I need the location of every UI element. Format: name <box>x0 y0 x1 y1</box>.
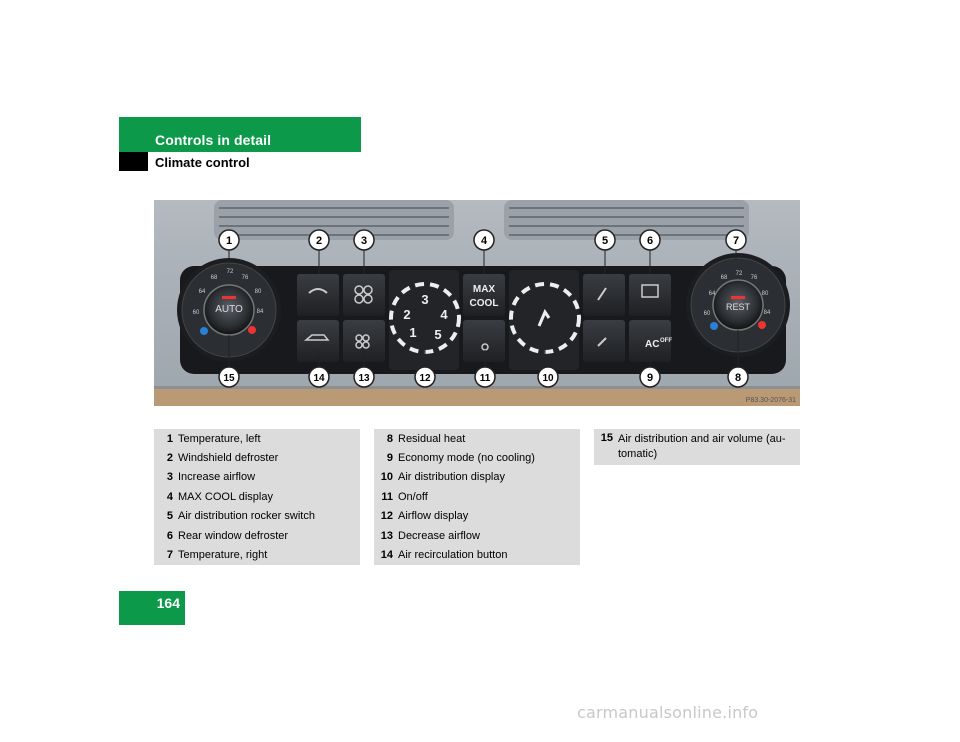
climate-control-photo: AUTO 72 68 64 60 76 80 84 REST 72 68 64 … <box>154 200 800 406</box>
subsection-marker <box>119 152 148 171</box>
dial-digit-4: 4 <box>440 307 448 322</box>
page-number: 164 <box>119 591 185 625</box>
legend-row: 10 Air distribution display <box>374 468 580 487</box>
scale-right-68: 68 <box>721 275 728 281</box>
dial-digit-1: 1 <box>409 325 416 340</box>
scale-left-72: 72 <box>227 269 234 275</box>
legend-text: Decrease airflow <box>398 529 480 542</box>
legend-num: 2 <box>166 452 173 465</box>
scale-right-72: 72 <box>736 271 743 277</box>
scale-right-80: 80 <box>762 291 769 297</box>
section-title: Controls in detail <box>155 132 272 148</box>
cool-label: COOL <box>470 298 499 309</box>
callout-3: 3 <box>361 235 367 247</box>
callout-10: 10 <box>542 373 554 384</box>
rest-label: REST <box>726 302 751 312</box>
callout-15: 15 <box>223 373 235 384</box>
scale-left-80: 80 <box>255 289 262 295</box>
scale-left-84: 84 <box>257 309 264 315</box>
legend-num: 8 <box>386 432 393 445</box>
part-number: P83.30-2076-31 <box>746 397 796 404</box>
legend-row: 2 Windshield defroster <box>154 448 360 467</box>
legend-row: 15 Air distribution and air volume (au-to… <box>594 429 800 465</box>
scale-right-84: 84 <box>764 310 771 316</box>
legend-text: Airflow display <box>398 510 469 523</box>
legend-row: 4 MAX COOL display <box>154 487 360 506</box>
callout-1: 1 <box>226 235 232 247</box>
off-label: OFF <box>660 338 672 344</box>
scale-left-76: 76 <box>242 275 249 281</box>
legend-text: Increase airflow <box>178 471 256 484</box>
legend-text: Air distribution and air volume (au-toma… <box>618 433 786 460</box>
callout-7: 7 <box>733 235 739 247</box>
legend-num: 7 <box>166 549 173 562</box>
legend-text: On/off <box>398 490 428 503</box>
scale-left-64: 64 <box>199 289 206 295</box>
legend-num: 10 <box>380 471 393 484</box>
legend-num: 9 <box>386 452 393 465</box>
legend-row: 8 Residual heat <box>374 429 580 448</box>
ac-label: AC <box>645 339 659 350</box>
legend-text: Residual heat <box>398 432 466 445</box>
legend-text: Air distribution rocker switch <box>178 510 315 523</box>
left-buttons <box>297 274 385 362</box>
callout-6: 6 <box>647 235 653 247</box>
callout-14: 14 <box>313 373 325 384</box>
legend-num: 12 <box>380 510 393 523</box>
legend-row: 13 Decrease airflow <box>374 526 580 545</box>
legend-text: Economy mode (no cooling) <box>398 452 535 465</box>
legend-text: Windshield defroster <box>178 452 279 465</box>
callout-4: 4 <box>481 235 488 247</box>
callout-5: 5 <box>602 235 608 247</box>
air-vents <box>214 200 749 240</box>
legend-num: 13 <box>380 529 393 542</box>
legend-text: Temperature, left <box>178 432 261 445</box>
legend-row: 3 Increase airflow <box>154 468 360 487</box>
legend-num: 15 <box>600 432 613 444</box>
callout-13: 13 <box>358 373 370 384</box>
legend-row: 7 Temperature, right <box>154 545 360 564</box>
dial-digit-3: 3 <box>421 292 428 307</box>
scale-right-64: 64 <box>709 291 716 297</box>
dial-digit-5: 5 <box>434 327 441 342</box>
legend-row: 12 Airflow display <box>374 507 580 526</box>
auto-label: AUTO <box>215 304 243 315</box>
callout-11: 11 <box>480 373 491 384</box>
legend-text: MAX COOL display <box>178 490 273 503</box>
legend-num: 1 <box>166 432 173 445</box>
header-band <box>119 117 361 152</box>
max-label: MAX <box>473 284 496 295</box>
watermark: carmanualsonline.info <box>577 703 759 722</box>
right-buttons: AC OFF <box>583 274 672 362</box>
scale-right-60: 60 <box>704 311 711 317</box>
legend-num: 3 <box>166 471 173 484</box>
legend-row: 1 Temperature, left <box>154 429 360 448</box>
legend-num: 6 <box>166 529 173 542</box>
legend-num: 11 <box>381 490 393 503</box>
dial-digit-2: 2 <box>403 307 410 322</box>
scale-right-76: 76 <box>751 275 758 281</box>
legend-row: 9 Economy mode (no cooling) <box>374 448 580 467</box>
callout-9: 9 <box>647 372 653 384</box>
callout-8: 8 <box>735 372 741 384</box>
legend-text: Air recirculation button <box>398 549 508 562</box>
subsection-title: Climate control <box>155 155 250 170</box>
legend-row: 11 On/off <box>374 487 580 506</box>
scale-left-68: 68 <box>211 275 218 281</box>
legend-num: 5 <box>166 510 173 523</box>
callout-12: 12 <box>419 373 431 384</box>
legend-text: Rear window defroster <box>178 529 289 542</box>
legend-text: Temperature, right <box>178 549 268 562</box>
legend-num: 14 <box>380 549 393 562</box>
scale-left-60: 60 <box>193 310 200 316</box>
legend-row: 5 Air distribution rocker switch <box>154 507 360 526</box>
legend-text: Air distribution display <box>398 471 505 484</box>
legend-num: 4 <box>166 490 173 503</box>
legend-row: 14 Air recirculation button <box>374 545 580 564</box>
callout-2: 2 <box>316 235 322 247</box>
legend-col-1: 1 Temperature, left 2 Windshield defroster… <box>154 429 360 565</box>
legend-col-2: 8 Residual heat 9 Economy mode (no cooling… <box>374 429 580 565</box>
legend-row: 6 Rear window defroster <box>154 526 360 545</box>
legend-col-3: 15 Air distribution and air volume (au-to… <box>594 429 800 465</box>
